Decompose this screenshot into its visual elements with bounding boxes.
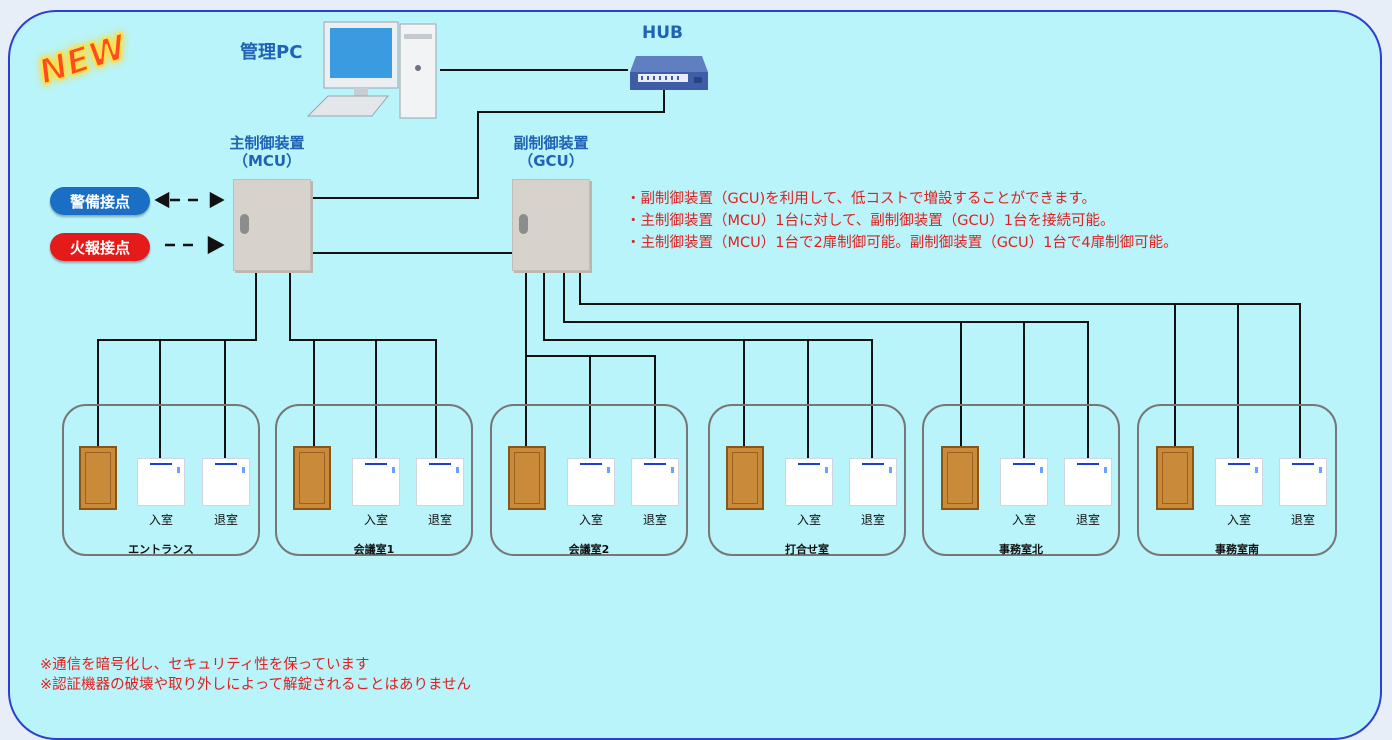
room-name: 打合せ室 <box>785 543 829 556</box>
footer-notes: ※通信を暗号化し、セキュリティ性を保っています ※認証機器の破壊や取り外しによっ… <box>40 655 471 695</box>
room-name: 事務室北 <box>999 543 1043 556</box>
card-reader-icon <box>1279 458 1327 506</box>
door-icon <box>726 446 764 510</box>
enter-label: 入室 <box>363 513 388 527</box>
mcu-label-line1: 主制御装置 <box>229 134 305 152</box>
enter-label: 入室 <box>796 513 821 527</box>
exit-label: 退室 <box>1290 513 1315 527</box>
card-reader-icon <box>631 458 679 506</box>
enter-label: 入室 <box>1226 513 1251 527</box>
wiring <box>97 69 1301 458</box>
note-line: ・副制御装置（GCU)を利用して、低コストで増設することができます。 <box>626 191 1097 207</box>
fire-contact-pill: 火報接点 <box>50 233 150 261</box>
gcu-label-line2: （GCU） <box>518 152 584 170</box>
pc-label: 管理PC <box>240 42 303 63</box>
enter-label: 入室 <box>1011 513 1036 527</box>
card-reader-icon <box>137 458 185 506</box>
card-reader-icon <box>352 458 400 506</box>
note-line: ・主制御装置（MCU）1台で2扉制御可能。副制御装置（GCU）1台で4扉制御可能… <box>626 235 1178 251</box>
room-name: エントランス <box>128 543 194 556</box>
room-box <box>922 404 1120 556</box>
door-icon <box>293 446 331 510</box>
room-name: 会議室1 <box>353 543 395 556</box>
exit-label: 退室 <box>860 513 885 527</box>
hub-label: HUB <box>642 23 683 43</box>
security-contact-pill: 警備接点 <box>50 187 150 215</box>
card-reader-icon <box>849 458 897 506</box>
hub-icon <box>630 56 708 90</box>
pc-icon <box>306 21 437 119</box>
room-name: 事務室南 <box>1215 543 1259 556</box>
room-box <box>62 404 260 556</box>
room-name: 会議室2 <box>568 543 610 556</box>
card-reader-icon <box>202 458 250 506</box>
note-line: ・主制御装置（MCU）1台に対して、副制御装置（GCU）1台を接続可能。 <box>626 213 1115 229</box>
mcu-label-line2: （MCU） <box>232 152 302 170</box>
card-reader-icon <box>785 458 833 506</box>
exit-label: 退室 <box>213 513 238 527</box>
card-reader-icon <box>416 458 464 506</box>
door-icon <box>1156 446 1194 510</box>
card-reader-icon <box>567 458 615 506</box>
card-reader-icon <box>1215 458 1263 506</box>
feature-notes: ・副制御装置（GCU)を利用して、低コストで増設することができます。 ・主制御装… <box>626 188 1178 254</box>
room-box <box>708 404 906 556</box>
gcu-label-line1: 副制御装置 <box>513 134 589 152</box>
gcu-controller <box>512 179 590 271</box>
exit-label: 退室 <box>1075 513 1100 527</box>
door-icon <box>508 446 546 510</box>
mcu-label: 主制御装置 （MCU） <box>212 134 322 170</box>
card-reader-icon <box>1064 458 1112 506</box>
diagram-panel <box>8 10 1382 740</box>
card-reader-icon <box>1000 458 1048 506</box>
room-box <box>275 404 473 556</box>
enter-label: 入室 <box>578 513 603 527</box>
gcu-label: 副制御装置 （GCU） <box>496 134 606 170</box>
enter-label: 入室 <box>148 513 173 527</box>
footer-line: ※認証機器の破壊や取り外しによって解錠されることはありません <box>40 677 472 693</box>
room-box <box>1137 404 1337 556</box>
exit-label: 退室 <box>427 513 452 527</box>
footer-line: ※通信を暗号化し、セキュリティ性を保っています <box>40 657 370 673</box>
door-icon <box>941 446 979 510</box>
door-icon <box>79 446 117 510</box>
exit-label: 退室 <box>642 513 667 527</box>
room-box <box>490 404 688 556</box>
mcu-controller <box>233 179 311 271</box>
